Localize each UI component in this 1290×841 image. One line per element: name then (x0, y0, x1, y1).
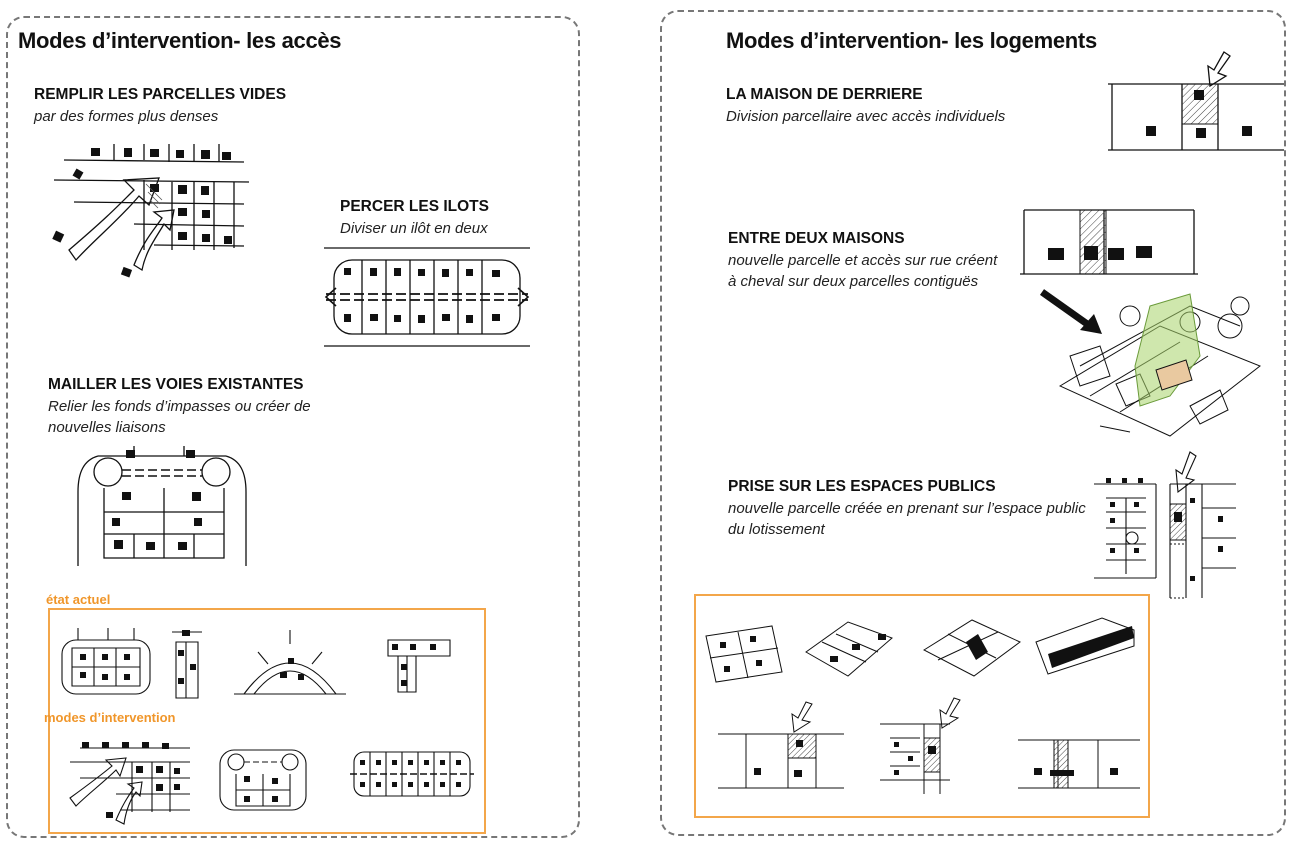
sketch-row-logements-avant (702, 612, 1142, 688)
heading-entre-deux-maisons: ENTRE DEUX MAISONS (728, 230, 905, 247)
comparison-box-acces (48, 608, 486, 834)
sketch-prise-espaces-publics (1086, 448, 1242, 604)
sketch-maison-derriere (1106, 46, 1284, 162)
heading-prise-espaces-publics: PRISE SUR LES ESPACES PUBLICS (728, 478, 996, 495)
heading-remplir: REMPLIR LES PARCELLES VIDES (34, 86, 287, 103)
sketch-row-modes-intervention (60, 742, 480, 826)
sketch-row-etat-actuel (58, 624, 478, 700)
desc-mailler: Relier les fonds d’impasses ou créer de … (48, 398, 311, 436)
sketch-entre-deux-maisons-elevation (1018, 206, 1198, 278)
desc-prise-espaces-publics: nouvelle parcelle créée en prenant sur l… (728, 500, 1086, 538)
sketch-entre-deux-maisons-perspective (1040, 286, 1270, 436)
label-etat-actuel: état actuel (46, 592, 111, 607)
heading-percer: PERCER LES ILOTS (340, 198, 489, 215)
sketch-percer-ilots (322, 244, 532, 350)
panel-logements (660, 10, 1286, 836)
heading-maison-derriere: LA MAISON DE DERRIERE (726, 86, 923, 103)
comparison-box-logements (694, 594, 1150, 818)
panel-acces (6, 16, 580, 838)
heading-mailler: MAILLER LES VOIES EXISTANTES (48, 376, 304, 393)
panel-title-logements: Modes d’intervention- les logements (726, 28, 1097, 53)
desc-maison-derriere: Division parcellaire avec accès individu… (726, 108, 1006, 125)
sketch-remplir-parcelles (52, 140, 254, 278)
desc-entre-deux-maisons: nouvelle parcelle et accès sur rue créen… (728, 252, 998, 290)
panel-title-acces: Modes d’intervention- les accès (18, 28, 342, 53)
desc-remplir: par des formes plus denses (34, 108, 219, 125)
sketch-row-logements-apres (714, 694, 1140, 798)
label-modes-intervention: modes d’intervention (44, 710, 176, 725)
desc-percer: Diviser un ilôt en deux (340, 220, 488, 237)
sketch-mailler-voies (74, 442, 250, 570)
